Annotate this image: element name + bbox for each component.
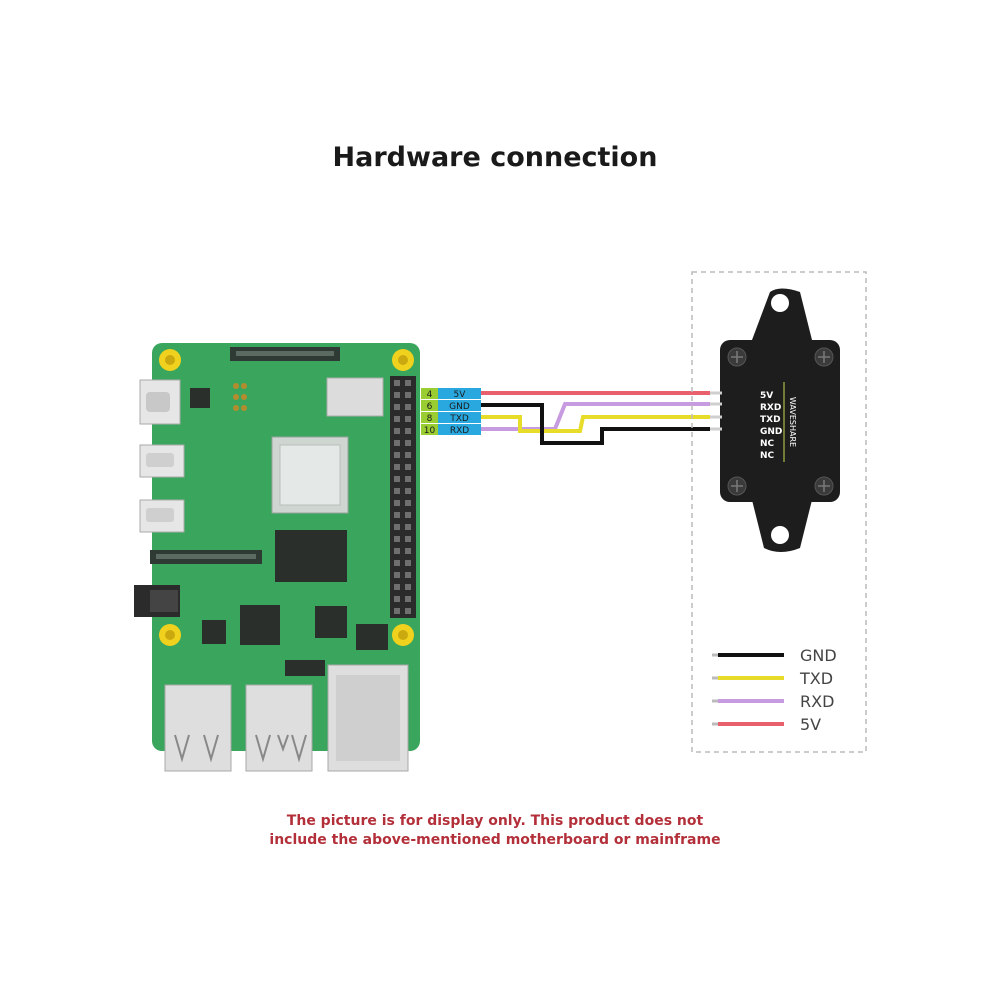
poe-header <box>356 624 388 650</box>
gpio-pin <box>394 476 400 482</box>
gpio-pin <box>405 608 411 614</box>
usb-port <box>245 684 313 772</box>
svg-text:10: 10 <box>424 426 436 436</box>
ram-chip <box>275 530 347 582</box>
gpio-pin <box>405 464 411 470</box>
mount-hole <box>771 294 789 312</box>
gpio-pin <box>405 452 411 458</box>
gpio-pin <box>405 392 411 398</box>
gpio-pin <box>405 416 411 422</box>
legend-item-gnd: GND <box>712 646 837 665</box>
disclaimer-note: The picture is for display only. This pr… <box>0 812 990 850</box>
gpio-pin <box>394 548 400 554</box>
gpio-pin <box>394 452 400 458</box>
gpio-pin <box>405 572 411 578</box>
svg-text:5V: 5V <box>800 715 821 734</box>
gpio-pin <box>405 536 411 542</box>
gpio-pin <box>394 584 400 590</box>
legend-item-rxd: RXD <box>712 692 834 711</box>
gpio-pin <box>405 500 411 506</box>
usb-port <box>164 684 232 772</box>
gpio-pin <box>394 512 400 518</box>
wire-gnd <box>481 403 710 445</box>
svg-text:GND: GND <box>800 646 837 665</box>
gpio-pin <box>394 464 400 470</box>
gpio-pin <box>394 572 400 578</box>
wires <box>481 391 710 445</box>
wire-legend: GND TXD RXD 5V <box>712 646 837 734</box>
module-pin-label: 5V <box>760 391 773 401</box>
gpio-pin <box>405 488 411 494</box>
module-pin-label: GND <box>760 427 782 437</box>
svg-text:4: 4 <box>427 390 433 400</box>
diagram-title: Hardware connection <box>332 142 658 173</box>
mount-hole <box>771 526 789 544</box>
sensor-panel-frame <box>691 271 867 753</box>
gpio-pin <box>394 380 400 386</box>
legend-item-5v: 5V <box>712 715 821 734</box>
sensor-body <box>720 340 840 502</box>
module-pin-label: NC <box>760 451 775 461</box>
pin-labels: 4 5V 6 GND 8 TXD 10 RXD <box>421 388 481 436</box>
brand-label: WAVESHARE <box>788 397 797 447</box>
usb-controller-chip <box>240 605 280 645</box>
gpio-pin <box>405 404 411 410</box>
gpio-pin <box>405 560 411 566</box>
ethernet-chip <box>315 606 347 638</box>
svg-text:TXD: TXD <box>449 414 469 424</box>
gpio-pin <box>405 524 411 530</box>
gpio-pin <box>405 440 411 446</box>
gpio-pin <box>394 500 400 506</box>
svg-text:8: 8 <box>427 414 433 424</box>
gpio-pin <box>405 584 411 590</box>
pin-label-gnd: 6 GND <box>421 400 481 412</box>
pin-label-txd: 8 TXD <box>421 412 481 424</box>
svg-text:GND: GND <box>449 402 470 412</box>
tof-sensor-module: 5V RXD TXD GND NC NC WAVESHARE <box>710 288 840 552</box>
gpio-pin <box>405 428 411 434</box>
svg-text:RXD: RXD <box>450 426 469 436</box>
svg-text:6: 6 <box>427 402 433 412</box>
legend-item-txd: TXD <box>712 669 833 688</box>
wire-txd <box>481 415 710 433</box>
gpio-pin <box>394 440 400 446</box>
disclaimer-line-1: The picture is for display only. This pr… <box>286 813 704 829</box>
gpio-pin <box>394 536 400 542</box>
gpio-pin <box>405 548 411 554</box>
gpio-pin <box>405 512 411 518</box>
disclaimer-line-2: include the above-mentioned motherboard … <box>269 832 721 848</box>
gpio-pin <box>394 608 400 614</box>
module-pin-label: NC <box>760 439 775 449</box>
module-pin-label: RXD <box>760 403 781 413</box>
gpio-pin <box>394 428 400 434</box>
gpio-pin <box>394 416 400 422</box>
gpio-pin <box>405 476 411 482</box>
gpio-pin <box>405 380 411 386</box>
module-pin-label: TXD <box>760 415 781 425</box>
gpio-pin <box>394 596 400 602</box>
pin-label-5v: 4 5V <box>421 388 481 400</box>
gpio-header <box>390 376 416 618</box>
svg-text:RXD: RXD <box>800 692 834 711</box>
gpio-pin <box>394 524 400 530</box>
raspberry-pi-board <box>134 343 420 772</box>
gpio-pin <box>394 560 400 566</box>
svg-text:5V: 5V <box>454 390 467 400</box>
gpio-pin <box>394 392 400 398</box>
gpio-pin <box>394 404 400 410</box>
pin-label-rxd: 10 RXD <box>421 424 481 436</box>
gpio-pin <box>394 488 400 494</box>
svg-text:TXD: TXD <box>799 669 833 688</box>
wifi-shield <box>326 377 384 417</box>
gpio-pin <box>405 596 411 602</box>
